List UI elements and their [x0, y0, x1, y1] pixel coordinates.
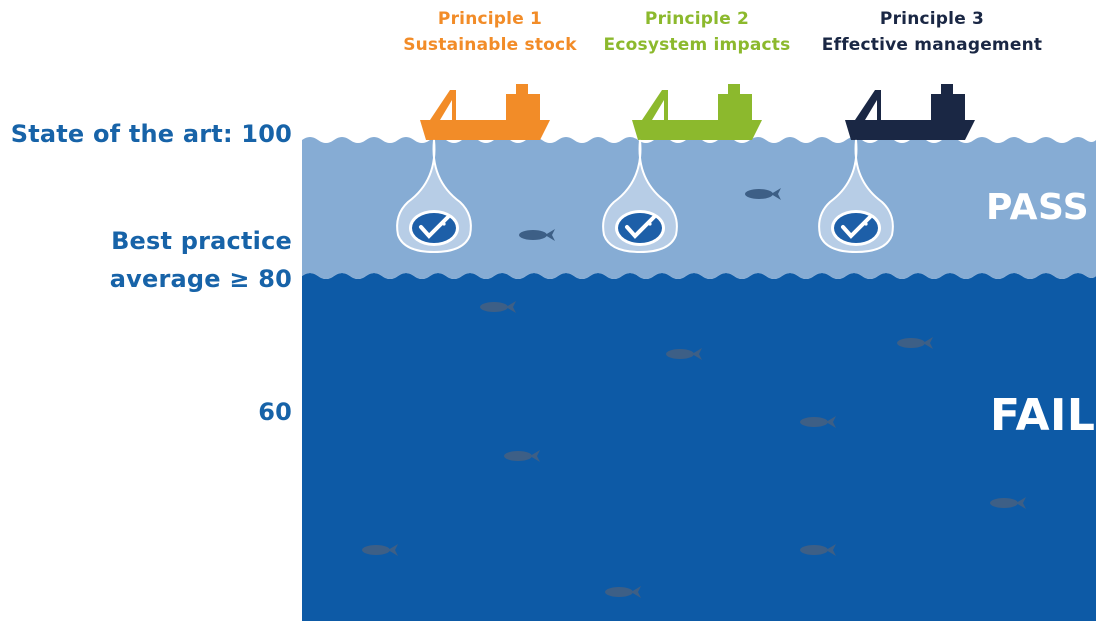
- principle-1-number: Principle 1: [437, 9, 543, 29]
- pass-label: PASS: [986, 187, 1090, 228]
- principle-2-drop: [602, 139, 678, 254]
- fail-band: [302, 273, 1096, 621]
- principle-3-boat-icon: [845, 84, 975, 140]
- best-practice-line-1: Best practice: [111, 227, 292, 255]
- principle-3-drop: [818, 139, 894, 254]
- pass-band: [302, 137, 1096, 279]
- principle-3-heading: Principle 3 Effective management: [812, 6, 1052, 58]
- principle-1-heading: Principle 1 Sustainable stock: [370, 6, 610, 58]
- best-practice-line-2: average ≥ 80: [109, 265, 292, 293]
- principle-3-name: Effective management: [821, 35, 1043, 55]
- principle-3-msc-icon: [831, 210, 881, 246]
- best-practice-label: Best practice average ≥ 80: [0, 222, 292, 298]
- principle-2-boat-icon: [632, 84, 762, 140]
- principle-2-heading: Principle 2 Ecosystem impacts: [577, 6, 817, 58]
- principle-1-name: Sustainable stock: [403, 35, 577, 55]
- principle-2-msc-icon: [615, 210, 665, 246]
- principle-1-drop: [396, 139, 472, 254]
- principle-2-name: Ecosystem impacts: [603, 35, 791, 55]
- principle-2-number: Principle 2: [644, 9, 750, 29]
- principle-1-boat-icon: [420, 84, 550, 140]
- score-60-label: 60: [258, 398, 292, 426]
- principle-1-msc-icon: [409, 210, 459, 246]
- state-of-the-art-label: State of the art: 100: [10, 120, 292, 148]
- fail-label: FAIL: [990, 390, 1096, 441]
- principle-3-number: Principle 3: [879, 9, 985, 29]
